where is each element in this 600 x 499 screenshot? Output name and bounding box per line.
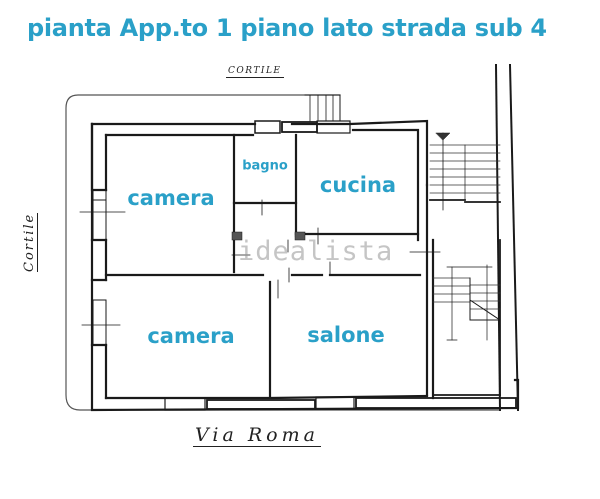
window-top-2 xyxy=(316,120,351,134)
window-bottom-1 xyxy=(164,397,206,411)
room-label-cucina: cucina xyxy=(319,173,397,197)
courtyard-label-top: CORTILE xyxy=(226,66,284,78)
room-label-camera-bottom: camera xyxy=(147,324,235,348)
window-bottom-2 xyxy=(315,396,355,410)
street-label: Via Roma xyxy=(193,424,321,447)
room-label-salone: salone xyxy=(307,323,385,347)
window-left-2 xyxy=(92,299,107,346)
stairs-lower xyxy=(432,277,501,310)
room-label-bagno: bagno xyxy=(242,158,288,174)
right-boundary-2 xyxy=(508,63,520,412)
right-boundary-1 xyxy=(494,63,502,412)
outer-wall-top-right xyxy=(290,119,429,187)
plan-title: pianta App.to 1 piano lato strada sub 4 xyxy=(27,14,547,42)
courtyard-outline xyxy=(65,94,501,411)
courtyard-label-left: Cortile xyxy=(22,212,38,272)
outer-wall-inner-top-2 xyxy=(351,128,420,242)
room-label-camera-top: camera xyxy=(127,186,215,210)
window-left-1 xyxy=(92,189,107,241)
watermark: idealista xyxy=(238,236,394,267)
window-top-1 xyxy=(254,120,281,134)
